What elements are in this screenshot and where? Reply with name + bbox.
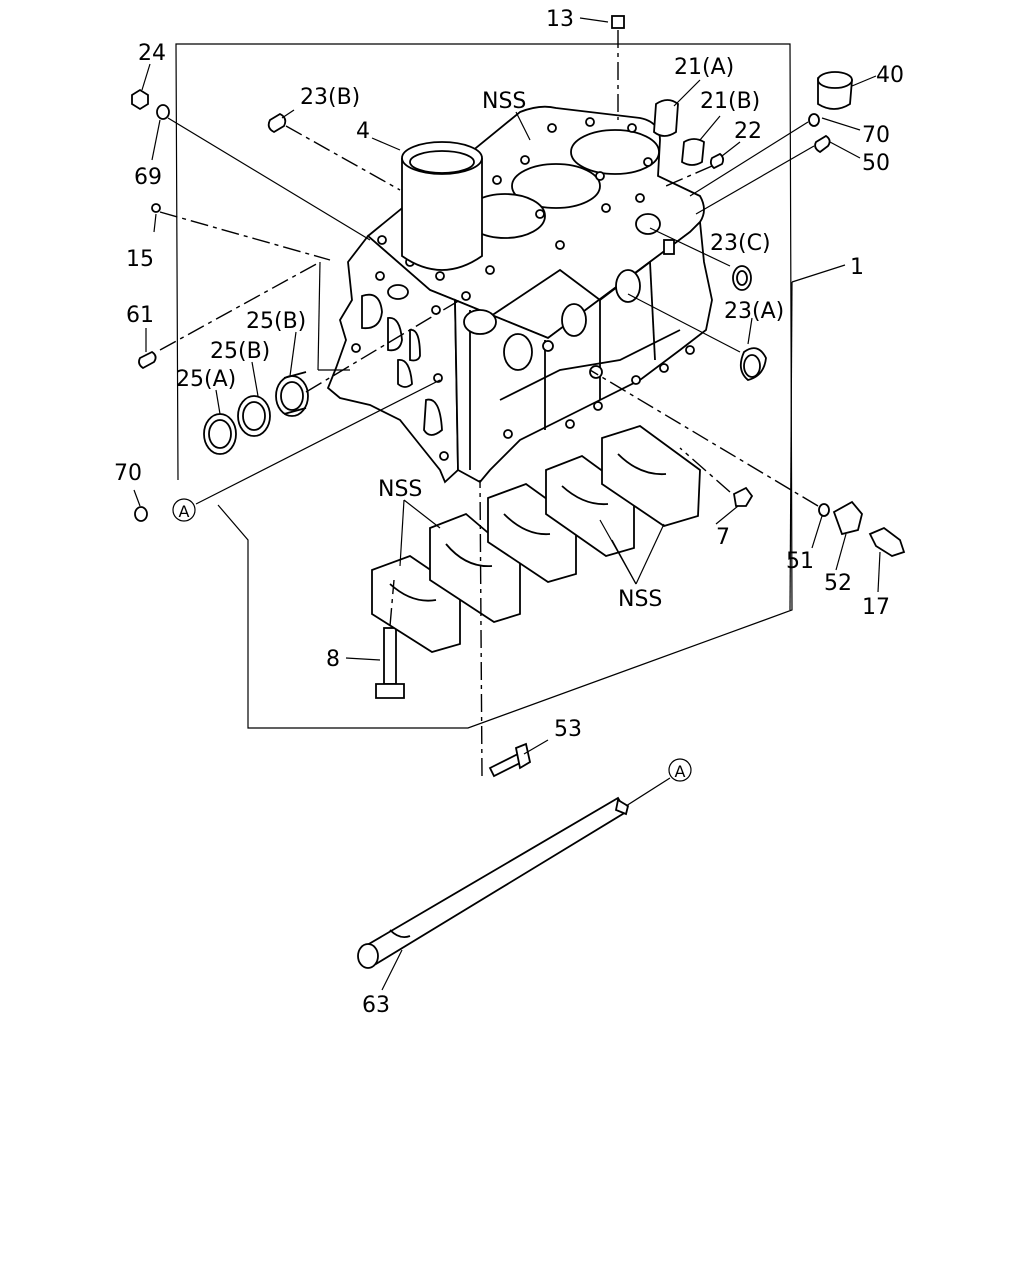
label-8: 8 [326,647,340,672]
marker-a-tube [668,758,692,782]
marker-a-tube-label: A [675,762,686,781]
assembly-frame [175,43,846,729]
dowel-61 [138,350,157,370]
marker-a-left-label: A [179,502,190,521]
label-61: 61 [126,303,154,328]
nut-24 [131,88,149,111]
label-13: 13 [546,7,574,32]
label-53: 53 [554,717,582,742]
label-21b: 21(B) [700,89,760,114]
label-7: 7 [716,525,730,550]
bearing-cap-5 [601,425,701,527]
label-70-top: 70 [862,123,890,148]
block-side-details [461,213,695,470]
label-70-left: 70 [114,461,142,486]
label-21a: 21(A) [674,55,734,80]
sensor-17 [868,526,906,557]
label-25b-upper: 25(B) [246,309,306,334]
part-labels: 13 24 23(B) 4 NSS 21(A) 21(B) 22 40 70 5… [114,7,904,1018]
bolt-53 [488,742,532,778]
main-bearing-caps [371,425,701,653]
ring-70-top [808,113,820,127]
reference-markers: A A [172,498,692,782]
bolt-7 [733,486,754,507]
label-nss-left: NSS [378,477,422,502]
small-parts [131,15,906,778]
pin-15 [151,203,161,213]
plug-22 [709,152,725,170]
cap-21b [681,138,705,166]
label-4: 4 [356,119,370,144]
pin-50 [814,134,831,154]
ring-70-left [134,506,148,522]
label-63: 63 [362,993,390,1018]
bolt-8 [375,627,405,699]
leader-lines [133,17,881,991]
cap-21a [653,99,679,137]
label-50: 50 [862,151,890,176]
label-23c: 23(C) [710,231,771,256]
washer-69 [156,104,170,120]
label-nss-top: NSS [482,89,526,114]
label-52: 52 [824,571,852,596]
label-1: 1 [850,255,864,280]
label-69: 69 [134,165,162,190]
label-40: 40 [876,63,904,88]
label-25a-left: 25(A) [176,367,236,392]
block-front-details [351,271,449,461]
label-25b-lower: 25(B) [210,339,270,364]
oil-pipe-63 [357,796,630,969]
cylinder-block [326,105,713,484]
label-15: 15 [126,247,154,272]
fitting-52 [832,500,863,536]
marker-a-left [172,498,196,522]
label-23b-top: 23(B) [300,85,360,110]
plug-13 [611,15,625,29]
washer-51 [818,503,830,517]
label-24: 24 [138,41,166,66]
label-23a-right: 23(A) [724,299,784,324]
label-22: 22 [734,119,762,144]
label-17: 17 [862,595,890,620]
cylinder-liner [401,141,483,271]
plug-23b [267,112,287,134]
label-nss-right: NSS [618,587,662,612]
label-51: 51 [786,549,814,574]
bushings-25 [203,371,309,455]
